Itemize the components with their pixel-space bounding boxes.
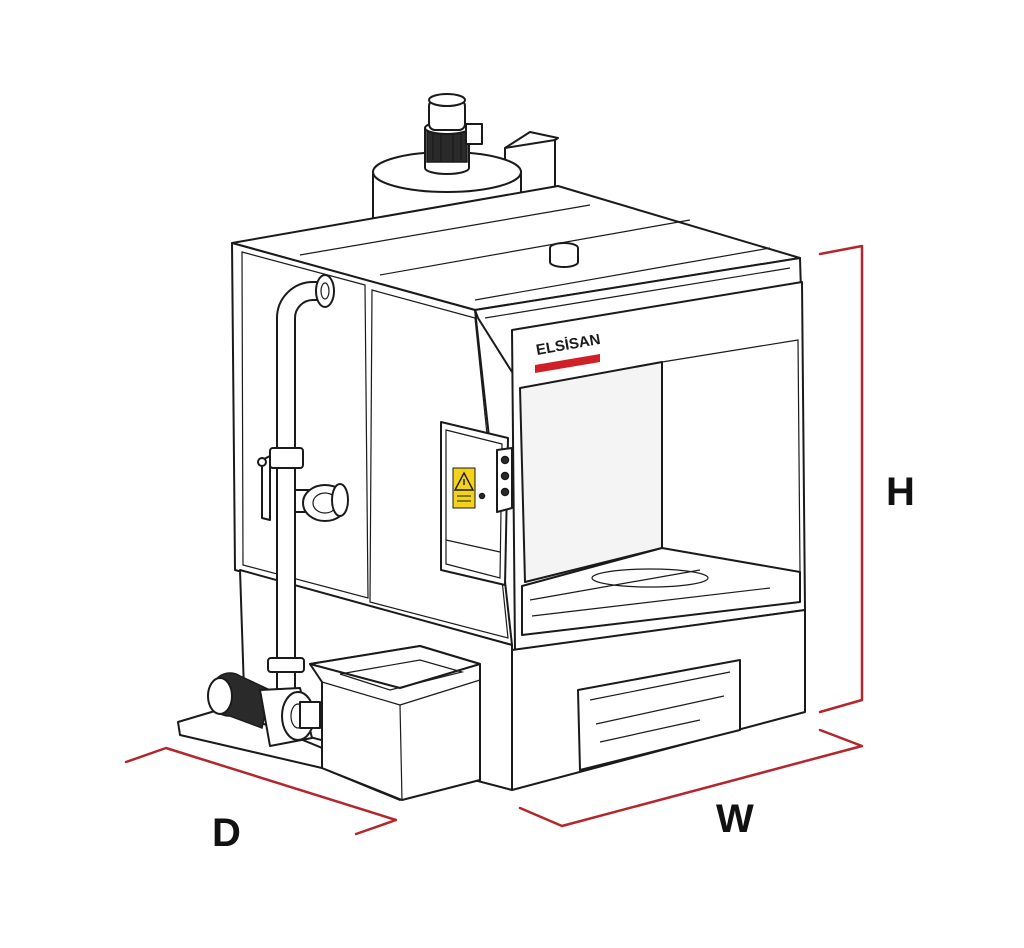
warning-triangle-icon [452, 467, 476, 509]
width-label: W [716, 797, 754, 841]
depth-label: D [212, 811, 241, 855]
water-tank [309, 645, 481, 801]
dimension-height: H [818, 244, 915, 714]
control-panel [440, 421, 513, 586]
water-pipe [257, 274, 349, 691]
brand-accent-bar [535, 354, 600, 373]
dimension-width: W [518, 728, 864, 841]
height-label: H [886, 470, 915, 514]
dimension-depth: D [124, 746, 398, 855]
